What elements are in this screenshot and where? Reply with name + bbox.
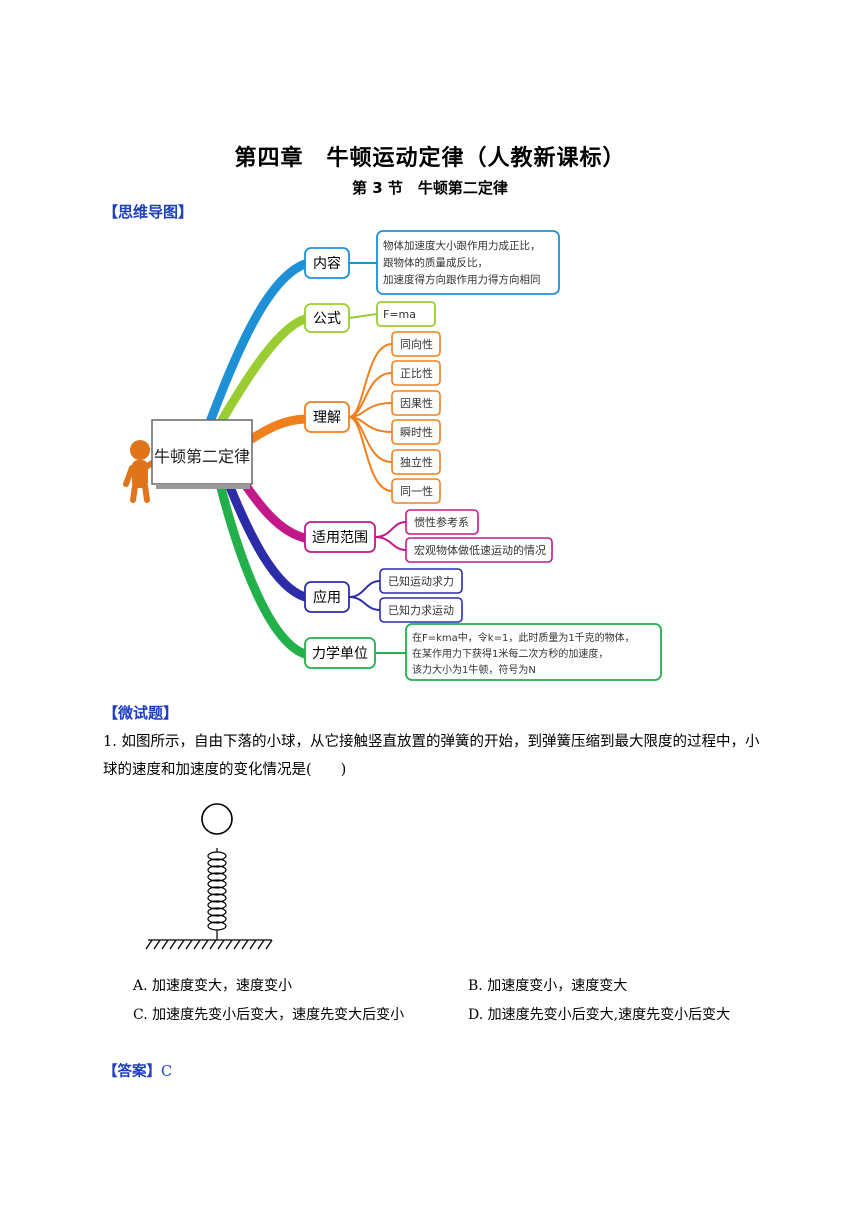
svg-text:同一性: 同一性 xyxy=(400,484,433,498)
leaf-shunshi: 瞬时性 xyxy=(391,419,441,445)
answer-value: C xyxy=(161,1064,173,1080)
svg-text:内容: 内容 xyxy=(313,255,341,272)
spring-ball-figure xyxy=(145,803,273,950)
branch-line-yingyong xyxy=(223,477,310,602)
leaf-tongyi: 同一性 xyxy=(391,478,441,504)
mindmap-heading: 【思维导图】 xyxy=(103,203,194,221)
leaf-zhengbi: 正比性 xyxy=(391,360,441,386)
svg-text:同向性: 同向性 xyxy=(400,337,433,351)
leaf-guanxing: 惯性参考系 xyxy=(405,509,479,535)
leaf-duli: 独立性 xyxy=(391,449,441,475)
note-neirong: 物体加速度大小跟作用力成正比， 跟物体的质量成反比， 加速度得方向跟作用力得方向… xyxy=(376,230,560,295)
node-yingyong: 应用 xyxy=(304,581,350,613)
svg-text:在F=kma中，令k=1，此时质量为1千克的物体，: 在F=kma中，令k=1，此时质量为1千克的物体， xyxy=(412,631,635,644)
option-a: A. 加速度变大，速度变小 xyxy=(133,978,293,994)
branch-line-danwei xyxy=(215,479,310,659)
svg-text:公式: 公式 xyxy=(313,311,341,327)
answer-line: 【答案】C xyxy=(103,1060,172,1081)
svg-text:应用: 应用 xyxy=(313,589,341,606)
branch-line-neirong xyxy=(205,259,310,427)
svg-text:已知力求运动: 已知力求运动 xyxy=(388,603,454,617)
node-neirong: 内容 xyxy=(304,247,350,279)
svg-text:因果性: 因果性 xyxy=(400,396,433,410)
leaf-qiuyundong: 已知力求运动 xyxy=(379,597,463,623)
branch-line-gongshi xyxy=(213,314,310,432)
svg-text:物体加速度大小跟作用力成正比，: 物体加速度大小跟作用力成正比， xyxy=(383,239,541,252)
branch-line-lijie xyxy=(245,414,310,445)
spring-coil xyxy=(207,848,227,940)
svg-text:F=ma: F=ma xyxy=(383,308,416,321)
svg-text:在某作用力下获得1米每二次方秒的加速度，: 在某作用力下获得1米每二次方秒的加速度， xyxy=(412,647,608,660)
formula-box: F=ma xyxy=(376,301,436,327)
note-danwei: 在F=kma中，令k=1，此时质量为1千克的物体， 在某作用力下获得1米每二次方… xyxy=(405,623,662,681)
svg-text:宏观物体做低速运动的情况: 宏观物体做低速运动的情况 xyxy=(414,543,546,557)
ground-hatch xyxy=(145,939,273,950)
leaf-yinguo: 因果性 xyxy=(391,390,441,416)
svg-text:加速度得方向跟作用力得方向相同: 加速度得方向跟作用力得方向相同 xyxy=(383,273,541,286)
section-subtitle: 第 3 节 牛顿第二定律 xyxy=(352,179,508,197)
svg-text:该力大小为1牛顿，符号为N: 该力大小为1牛顿，符号为N xyxy=(412,663,536,676)
svg-text:适用范围: 适用范围 xyxy=(312,529,368,546)
option-b: B. 加速度变小，速度变大 xyxy=(468,978,628,994)
svg-text:理解: 理解 xyxy=(313,410,341,426)
svg-text:已知运动求力: 已知运动求力 xyxy=(388,574,454,588)
node-danwei: 力学单位 xyxy=(304,637,376,669)
svg-text:力学单位: 力学单位 xyxy=(312,646,368,662)
leaf-hongguan: 宏观物体做低速运动的情况 xyxy=(405,537,553,563)
answer-label: 【答案】 xyxy=(103,1064,161,1080)
option-c: C. 加速度先变小后变大，速度先变大后变小 xyxy=(133,1007,405,1023)
ball-shape xyxy=(201,803,233,835)
center-label: 牛顿第二定律 xyxy=(154,447,250,466)
node-fanwei: 适用范围 xyxy=(304,521,376,553)
mind-map-diagram: 牛顿第二定律 内容 公式 理解 适用范围 应用 力学单位 xyxy=(123,230,662,681)
center-node: 牛顿第二定律 xyxy=(151,419,253,489)
svg-text:惯性参考系: 惯性参考系 xyxy=(414,515,469,529)
quiz-heading: 【微试题】 xyxy=(103,704,179,722)
node-lijie: 理解 xyxy=(304,401,350,433)
svg-text:瞬时性: 瞬时性 xyxy=(400,425,433,439)
leaf-qiuli: 已知运动求力 xyxy=(379,568,463,594)
leaf-tongxiang: 同向性 xyxy=(391,331,441,357)
question-text: 1. 如图所示，自由下落的小球，从它接触竖直放置的弹簧的开始，到弹簧压缩到最大限… xyxy=(103,734,760,778)
chapter-title: 第四章 牛顿运动定律（人教新课标） xyxy=(234,146,626,171)
person-icon xyxy=(123,440,163,503)
node-gongshi: 公式 xyxy=(304,303,350,333)
svg-text:正比性: 正比性 xyxy=(400,366,433,380)
option-d: D. 加速度先变小后变大,速度先变小后变大 xyxy=(468,1007,731,1023)
svg-text:独立性: 独立性 xyxy=(400,455,433,469)
svg-text:跟物体的质量成反比，: 跟物体的质量成反比， xyxy=(383,256,488,269)
